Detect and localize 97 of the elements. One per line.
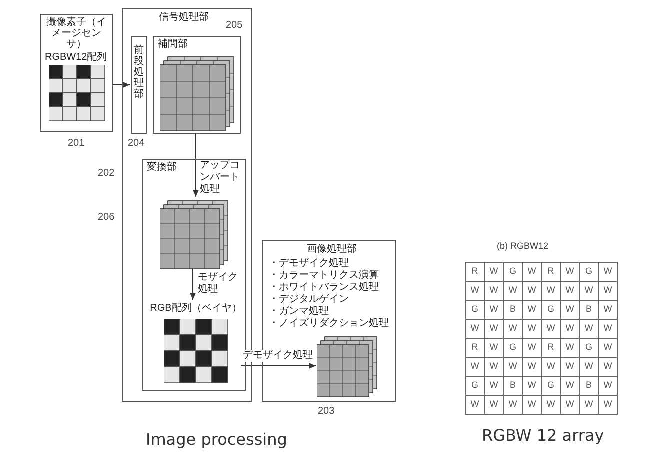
table-cell: W (561, 358, 580, 377)
table-cell: B (580, 377, 599, 396)
table-cell: G (504, 339, 523, 358)
table-cell: W (542, 320, 561, 339)
table-cell: W (485, 339, 504, 358)
table-cell: R (466, 339, 485, 358)
reference-number: 203 (318, 406, 335, 418)
table-cell: W (599, 377, 618, 396)
list-item: ・ガンマ処理 (269, 306, 330, 318)
reference-number: 206 (98, 212, 115, 224)
table-cell: W (599, 396, 618, 415)
table-cell: W (504, 282, 523, 301)
table-cell: W (599, 358, 618, 377)
table-cell: W (485, 320, 504, 339)
table-cell: G (542, 377, 561, 396)
interpolation-box (153, 36, 241, 134)
table-cell: W (561, 263, 580, 282)
processing-box (262, 240, 396, 402)
edge-label: デモザイク処理 (243, 350, 315, 362)
table-cell: W (542, 282, 561, 301)
table-cell: B (580, 301, 599, 320)
table-cell: G (466, 377, 485, 396)
table-cell: W (523, 339, 542, 358)
table-cell: R (466, 263, 485, 282)
caption: Image processing (146, 430, 288, 450)
arrow (240, 363, 316, 369)
list-item: ・デモザイク処理 (269, 258, 350, 270)
box-heading: 補間部 (158, 39, 188, 51)
table-cell: W (542, 358, 561, 377)
table-cell: W (485, 282, 504, 301)
table-cell: R (542, 263, 561, 282)
table-cell: B (504, 377, 523, 396)
table-cell: W (523, 377, 542, 396)
vertical-label: 前段処理部 (134, 45, 144, 100)
processing-box (131, 36, 147, 134)
image-sensor-box (40, 14, 113, 132)
table-cell: W (599, 339, 618, 358)
table-cell: W (599, 282, 618, 301)
list-item: ・ノイズリダクション処理 (269, 318, 390, 330)
table-cell: W (561, 320, 580, 339)
table-cell: G (580, 339, 599, 358)
table-cell: W (466, 358, 485, 377)
table-cell: W (580, 396, 599, 415)
array-label: RGB配列（ベイヤ） (150, 302, 242, 315)
table-cell: W (542, 396, 561, 415)
table-cell: W (580, 320, 599, 339)
table-cell: W (485, 358, 504, 377)
array-label: RGBW12配列 (45, 52, 108, 63)
table-cell: W (485, 301, 504, 320)
table-cell: W (485, 377, 504, 396)
figure-title: (b) RGBW12 (497, 241, 549, 252)
table-cell: W (523, 358, 542, 377)
table-cell: W (561, 377, 580, 396)
table-cell: W (523, 396, 542, 415)
table-cell: W (599, 320, 618, 339)
list-item: ・デジタルゲイン (269, 294, 350, 306)
reference-number: 204 (128, 138, 145, 150)
table-cell: W (561, 282, 580, 301)
box-heading: 画像処理部 (307, 243, 357, 256)
table-cell: W (523, 320, 542, 339)
table-cell: W (485, 263, 504, 282)
table-cell: W (504, 320, 523, 339)
table-cell: G (542, 301, 561, 320)
list-item: ・ホワイトバランス処理 (269, 282, 380, 294)
box-heading: 変換部 (147, 162, 177, 174)
table-cell: W (466, 282, 485, 301)
arrow (193, 132, 199, 198)
edge-label: モザイク処理 (198, 272, 238, 296)
sensor-heading: 撮像素子（イメージセンサ） (46, 17, 108, 50)
table-cell: W (580, 358, 599, 377)
table-cell: W (523, 301, 542, 320)
arrow (112, 82, 130, 88)
table-cell: W (599, 301, 618, 320)
reference-number: 202 (98, 168, 115, 180)
reference-number: 201 (68, 138, 85, 150)
table-cell: W (561, 301, 580, 320)
table-cell: G (504, 263, 523, 282)
box-heading: 信号処理部 (159, 12, 209, 24)
table-cell: W (504, 358, 523, 377)
table-cell: G (466, 301, 485, 320)
table-cell: W (561, 396, 580, 415)
table-cell: W (466, 320, 485, 339)
table-cell: W (523, 263, 542, 282)
table-cell: W (504, 396, 523, 415)
table-cell: W (599, 263, 618, 282)
table-cell: W (523, 282, 542, 301)
pixel-stack-drawing (160, 199, 230, 269)
table-cell: R (542, 339, 561, 358)
table-cell: W (580, 282, 599, 301)
table-cell: W (466, 396, 485, 415)
reference-number: 205 (226, 20, 243, 32)
list-item: ・カラーマトリクス演算 (269, 270, 380, 282)
table-cell: G (580, 263, 599, 282)
table-cell: W (485, 396, 504, 415)
table-cell: W (561, 339, 580, 358)
caption: RGBW 12 array (482, 426, 604, 446)
table-cell: B (504, 301, 523, 320)
